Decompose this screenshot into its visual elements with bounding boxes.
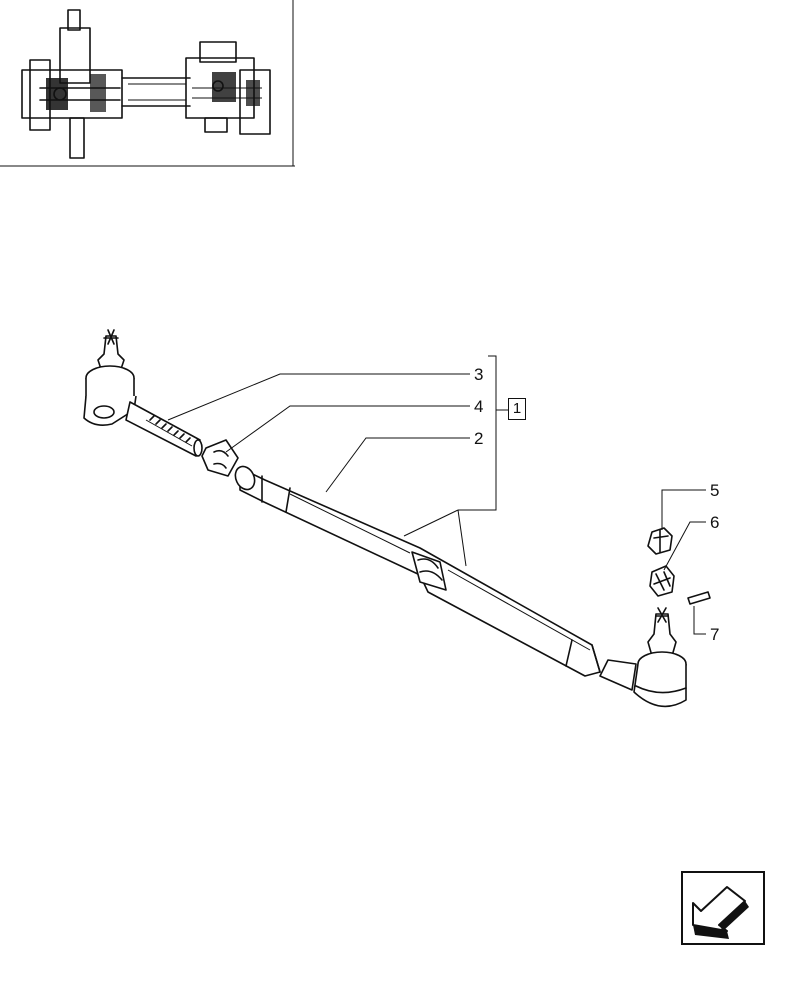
callout-3: 3 (474, 365, 483, 384)
callout-4: 4 (474, 397, 483, 416)
previous-page-button[interactable] (681, 871, 765, 945)
thread-marks (149, 415, 191, 443)
leader-lines (167, 355, 706, 635)
callout-5: 5 (710, 481, 719, 500)
previous-page-arrow-icon (692, 886, 749, 939)
thumbnail-frame (0, 0, 295, 167)
tie-rod-tube (234, 465, 601, 677)
clamp-nut (201, 439, 239, 477)
callout-7: 7 (710, 625, 719, 644)
callout-2: 2 (474, 429, 483, 448)
right-ball-joint (599, 607, 687, 708)
callout-1-box: 1 (508, 398, 526, 420)
callout-6: 6 (710, 513, 719, 532)
axle-housing-drawing (21, 9, 271, 159)
castle-nut (647, 527, 673, 555)
cotter-pin (687, 591, 711, 605)
axle-assembly-thumbnail (0, 0, 295, 167)
lock-nut (649, 565, 675, 597)
left-ball-joint (83, 329, 203, 457)
